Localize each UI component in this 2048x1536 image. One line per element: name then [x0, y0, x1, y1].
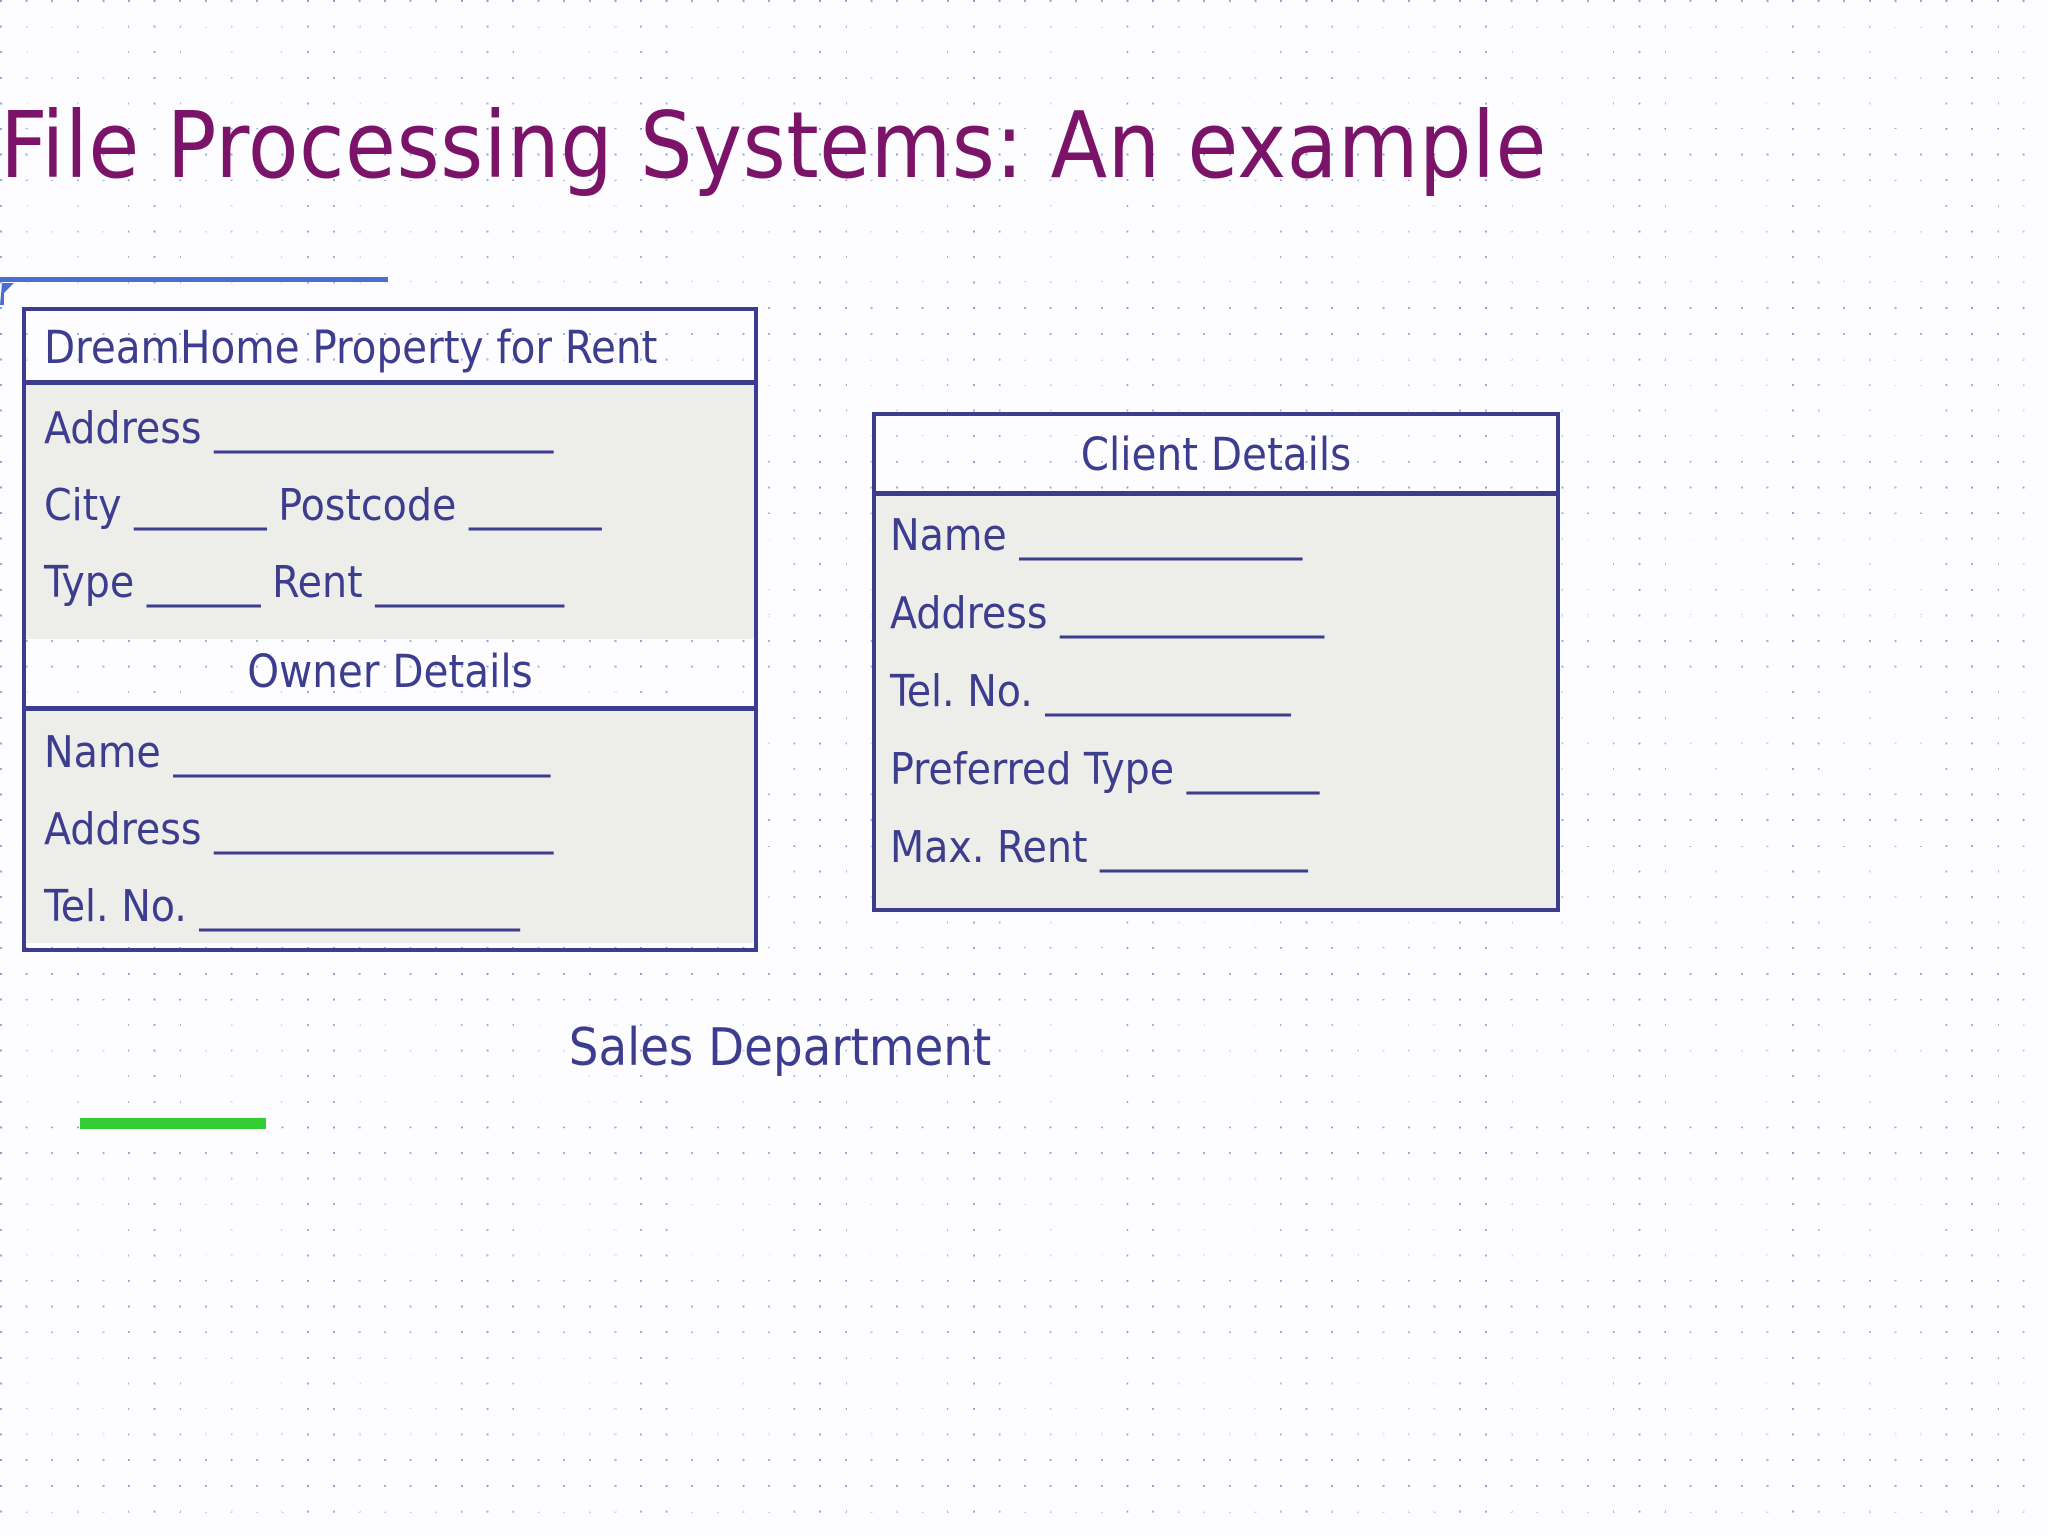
field-label-owner-tel: Tel. No. — [44, 881, 187, 932]
field-blank-client-tel[interactable]: _____________ — [1045, 666, 1290, 717]
page-title: File Processing Systems: An example — [0, 92, 1547, 199]
field-blank-city[interactable]: _______ — [134, 480, 267, 531]
field-label-owner-address: Address — [44, 804, 202, 855]
field-row-client-name[interactable]: Name _______________ — [890, 514, 1556, 558]
green-accent-bar — [80, 1118, 266, 1129]
field-blank-rent[interactable]: __________ — [375, 557, 564, 608]
field-label-address: Address — [44, 403, 202, 454]
property-form-top-fields: Address __________________ City _______ … — [26, 385, 754, 639]
field-blank-postcode[interactable]: _______ — [468, 480, 602, 531]
field-blank-client-address[interactable]: ______________ — [1060, 588, 1324, 639]
client-form-card: Client Details Name _______________ Addr… — [872, 412, 1560, 912]
field-label-client-preferred-type: Preferred Type — [890, 744, 1175, 795]
field-row-owner-address[interactable]: Address __________________ — [44, 808, 754, 852]
property-form-header: DreamHome Property for Rent — [26, 311, 754, 385]
field-blank-address[interactable]: __________________ — [214, 403, 553, 454]
field-blank-owner-address[interactable]: __________________ — [214, 804, 553, 855]
field-row-owner-name[interactable]: Name ____________________ — [44, 731, 754, 775]
field-row-client-tel[interactable]: Tel. No. _____________ — [890, 670, 1556, 714]
field-blank-client-preferred-type[interactable]: _______ — [1186, 744, 1320, 795]
field-label-owner-name: Name — [44, 727, 161, 778]
owner-details-section-header: Owner Details — [26, 639, 754, 711]
field-label-city: City — [44, 480, 122, 531]
field-row-type-rent[interactable]: Type ______ Rent __________ — [44, 561, 754, 605]
field-row-client-address[interactable]: Address ______________ — [890, 592, 1556, 636]
field-label-client-name: Name — [890, 510, 1007, 561]
field-blank-type[interactable]: ______ — [146, 557, 261, 608]
field-row-client-max-rent[interactable]: Max. Rent ___________ — [890, 826, 1556, 870]
field-label-client-max-rent: Max. Rent — [890, 822, 1088, 873]
client-form-fields: Name _______________ Address ___________… — [876, 496, 1556, 908]
owner-details-fields: Name ____________________ Address ______… — [26, 711, 754, 943]
sales-department-caption: Sales Department — [568, 1018, 992, 1078]
field-row-client-preferred-type[interactable]: Preferred Type _______ — [890, 748, 1556, 792]
field-blank-owner-name[interactable]: ____________________ — [173, 727, 550, 778]
field-row-address[interactable]: Address __________________ — [44, 407, 754, 451]
field-blank-client-name[interactable]: _______________ — [1019, 510, 1302, 561]
field-label-client-address: Address — [890, 588, 1048, 639]
field-label-rent: Rent — [272, 557, 363, 608]
property-form-card: DreamHome Property for Rent Address ____… — [22, 307, 758, 952]
title-corner-tick-icon — [0, 283, 14, 305]
field-row-city-postcode[interactable]: City _______ Postcode _______ — [44, 484, 754, 528]
field-blank-owner-tel[interactable]: _________________ — [199, 881, 519, 932]
title-underline-rule — [0, 277, 388, 282]
field-label-postcode: Postcode — [278, 480, 457, 531]
field-blank-client-max-rent[interactable]: ___________ — [1100, 822, 1308, 873]
client-form-header: Client Details — [876, 416, 1556, 496]
field-row-owner-tel[interactable]: Tel. No. _________________ — [44, 885, 754, 929]
field-label-client-tel: Tel. No. — [890, 666, 1033, 717]
field-label-type: Type — [44, 557, 135, 608]
